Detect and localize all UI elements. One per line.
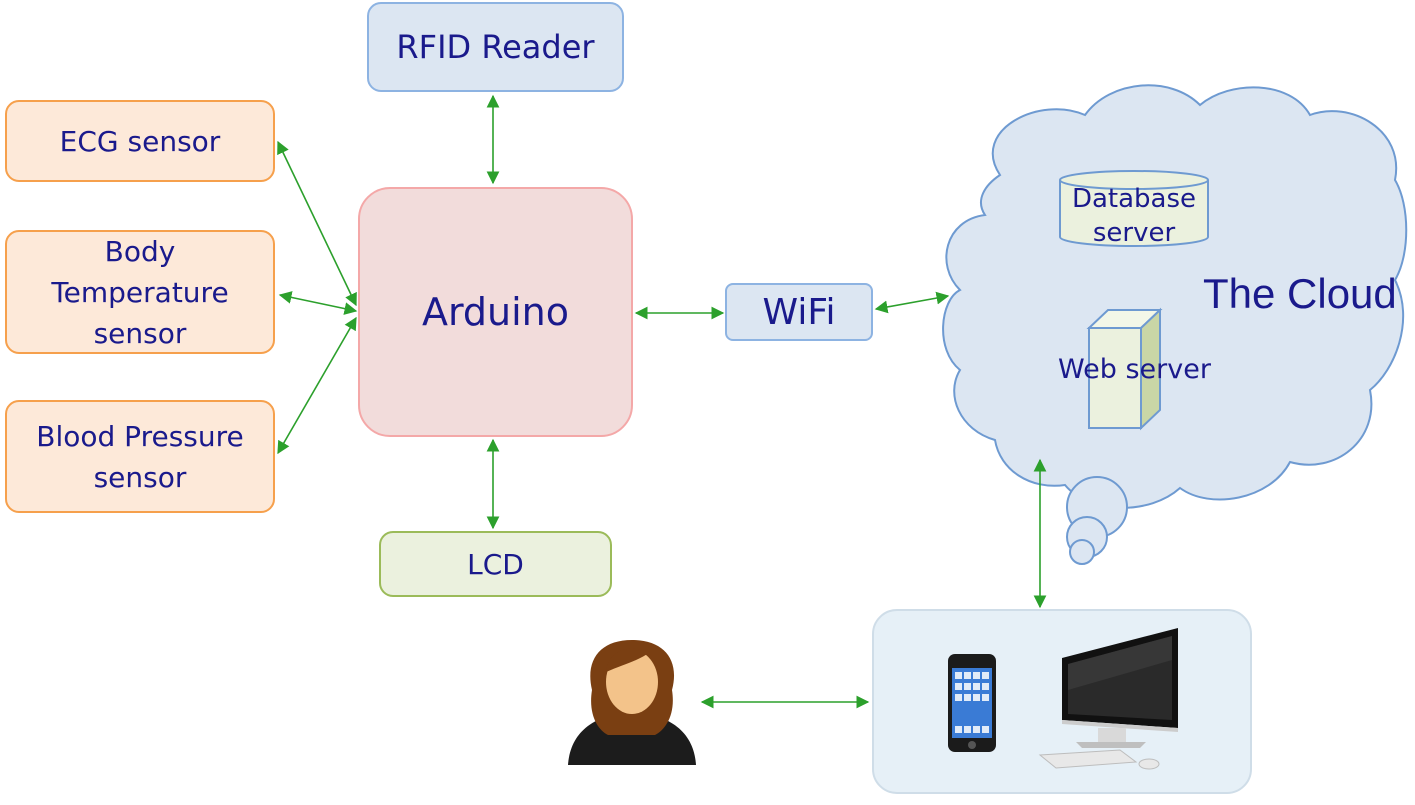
desktop-monitor-icon (1038, 628, 1178, 770)
arrow-bp-arduino (277, 316, 357, 455)
smartphone-icon (948, 654, 996, 752)
cloud-title: The Cloud (1203, 270, 1397, 317)
arduino-box: Arduino (358, 187, 633, 437)
database-server-label: Database server (1060, 182, 1208, 250)
bp-label-line2: sensor (93, 460, 187, 494)
user-icon (568, 640, 696, 765)
bp-label-line1: Blood Pressure (36, 419, 244, 453)
rfid-reader-box: RFID Reader (367, 2, 624, 92)
database-label-line2: server (1092, 218, 1176, 248)
lcd-label: LCD (467, 547, 524, 581)
arrow-wifi-cloud (874, 291, 950, 314)
body-temperature-sensor-box: Body Temperature sensor (5, 230, 275, 354)
body-temp-label-line3: sensor (93, 316, 187, 350)
rfid-reader-label: RFID Reader (396, 28, 595, 66)
ecg-sensor-label: ECG sensor (59, 124, 221, 158)
web-server-label: Web server (1058, 354, 1211, 385)
wifi-box: WiFi (725, 283, 873, 341)
arrow-temp-arduino (278, 291, 358, 315)
ecg-sensor-box: ECG sensor (5, 100, 275, 182)
database-icon (1059, 170, 1209, 247)
cloud-shape (942, 84, 1408, 565)
database-label-line1: Database (1071, 184, 1197, 214)
lcd-box: LCD (379, 531, 612, 597)
connector-arrows (277, 94, 1047, 709)
arrow-ecg-arduino (277, 140, 357, 307)
blood-pressure-sensor-box: Blood Pressure sensor (5, 400, 275, 513)
server-icon (1086, 307, 1163, 431)
body-temp-label-line1: Body (104, 234, 176, 268)
wifi-label: WiFi (762, 291, 836, 333)
arduino-label: Arduino (421, 290, 570, 334)
body-temp-label-line2: Temperature (51, 275, 229, 309)
